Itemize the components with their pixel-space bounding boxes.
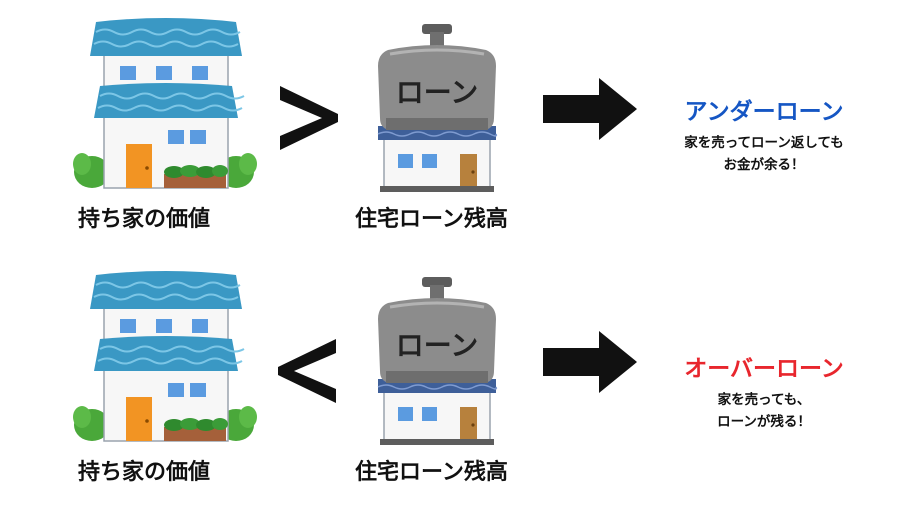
result-description: 家を売ってローン返しても お金が余る！	[634, 132, 894, 176]
loan-weight-icon: ローン	[376, 275, 498, 447]
result-line: ローンが残る！	[717, 414, 811, 430]
result-title: アンダーローン	[684, 99, 844, 125]
house-value-label: 持ち家の価値	[78, 207, 211, 232]
loan-sign-text: ローン	[396, 76, 479, 109]
loan-balance-label: 住宅ローン残高	[355, 460, 508, 485]
house-value-label: 持ち家の価値	[78, 460, 211, 485]
result-line: 家を売ってローン返しても	[684, 135, 844, 151]
loan-sign-text: ローン	[396, 329, 479, 362]
right-arrow-icon	[543, 78, 637, 140]
right-arrow-icon	[543, 331, 637, 393]
result-line: 家を売っても、	[717, 392, 811, 408]
house-icon	[72, 270, 258, 442]
house-icon	[72, 17, 258, 189]
result-description: 家を売っても、 ローンが残る！	[634, 389, 894, 433]
result-title: オーバーローン	[684, 356, 844, 382]
less-than-symbol	[278, 339, 336, 403]
result-line: お金が余る！	[723, 157, 805, 173]
loan-weight-icon: ローン	[376, 22, 498, 194]
loan-balance-label: 住宅ローン残高	[355, 207, 508, 232]
greater-than-symbol	[280, 86, 338, 150]
under-loan-row: 持ち家の価値 ローン 住宅ローン残高 アンダーローン 家を売ってローン返しても …	[72, 17, 894, 232]
over-loan-row: 持ち家の価値 ローン 住宅ローン残高 オーバーローン 家を売っても、 ローンが残…	[0, 253, 900, 506]
